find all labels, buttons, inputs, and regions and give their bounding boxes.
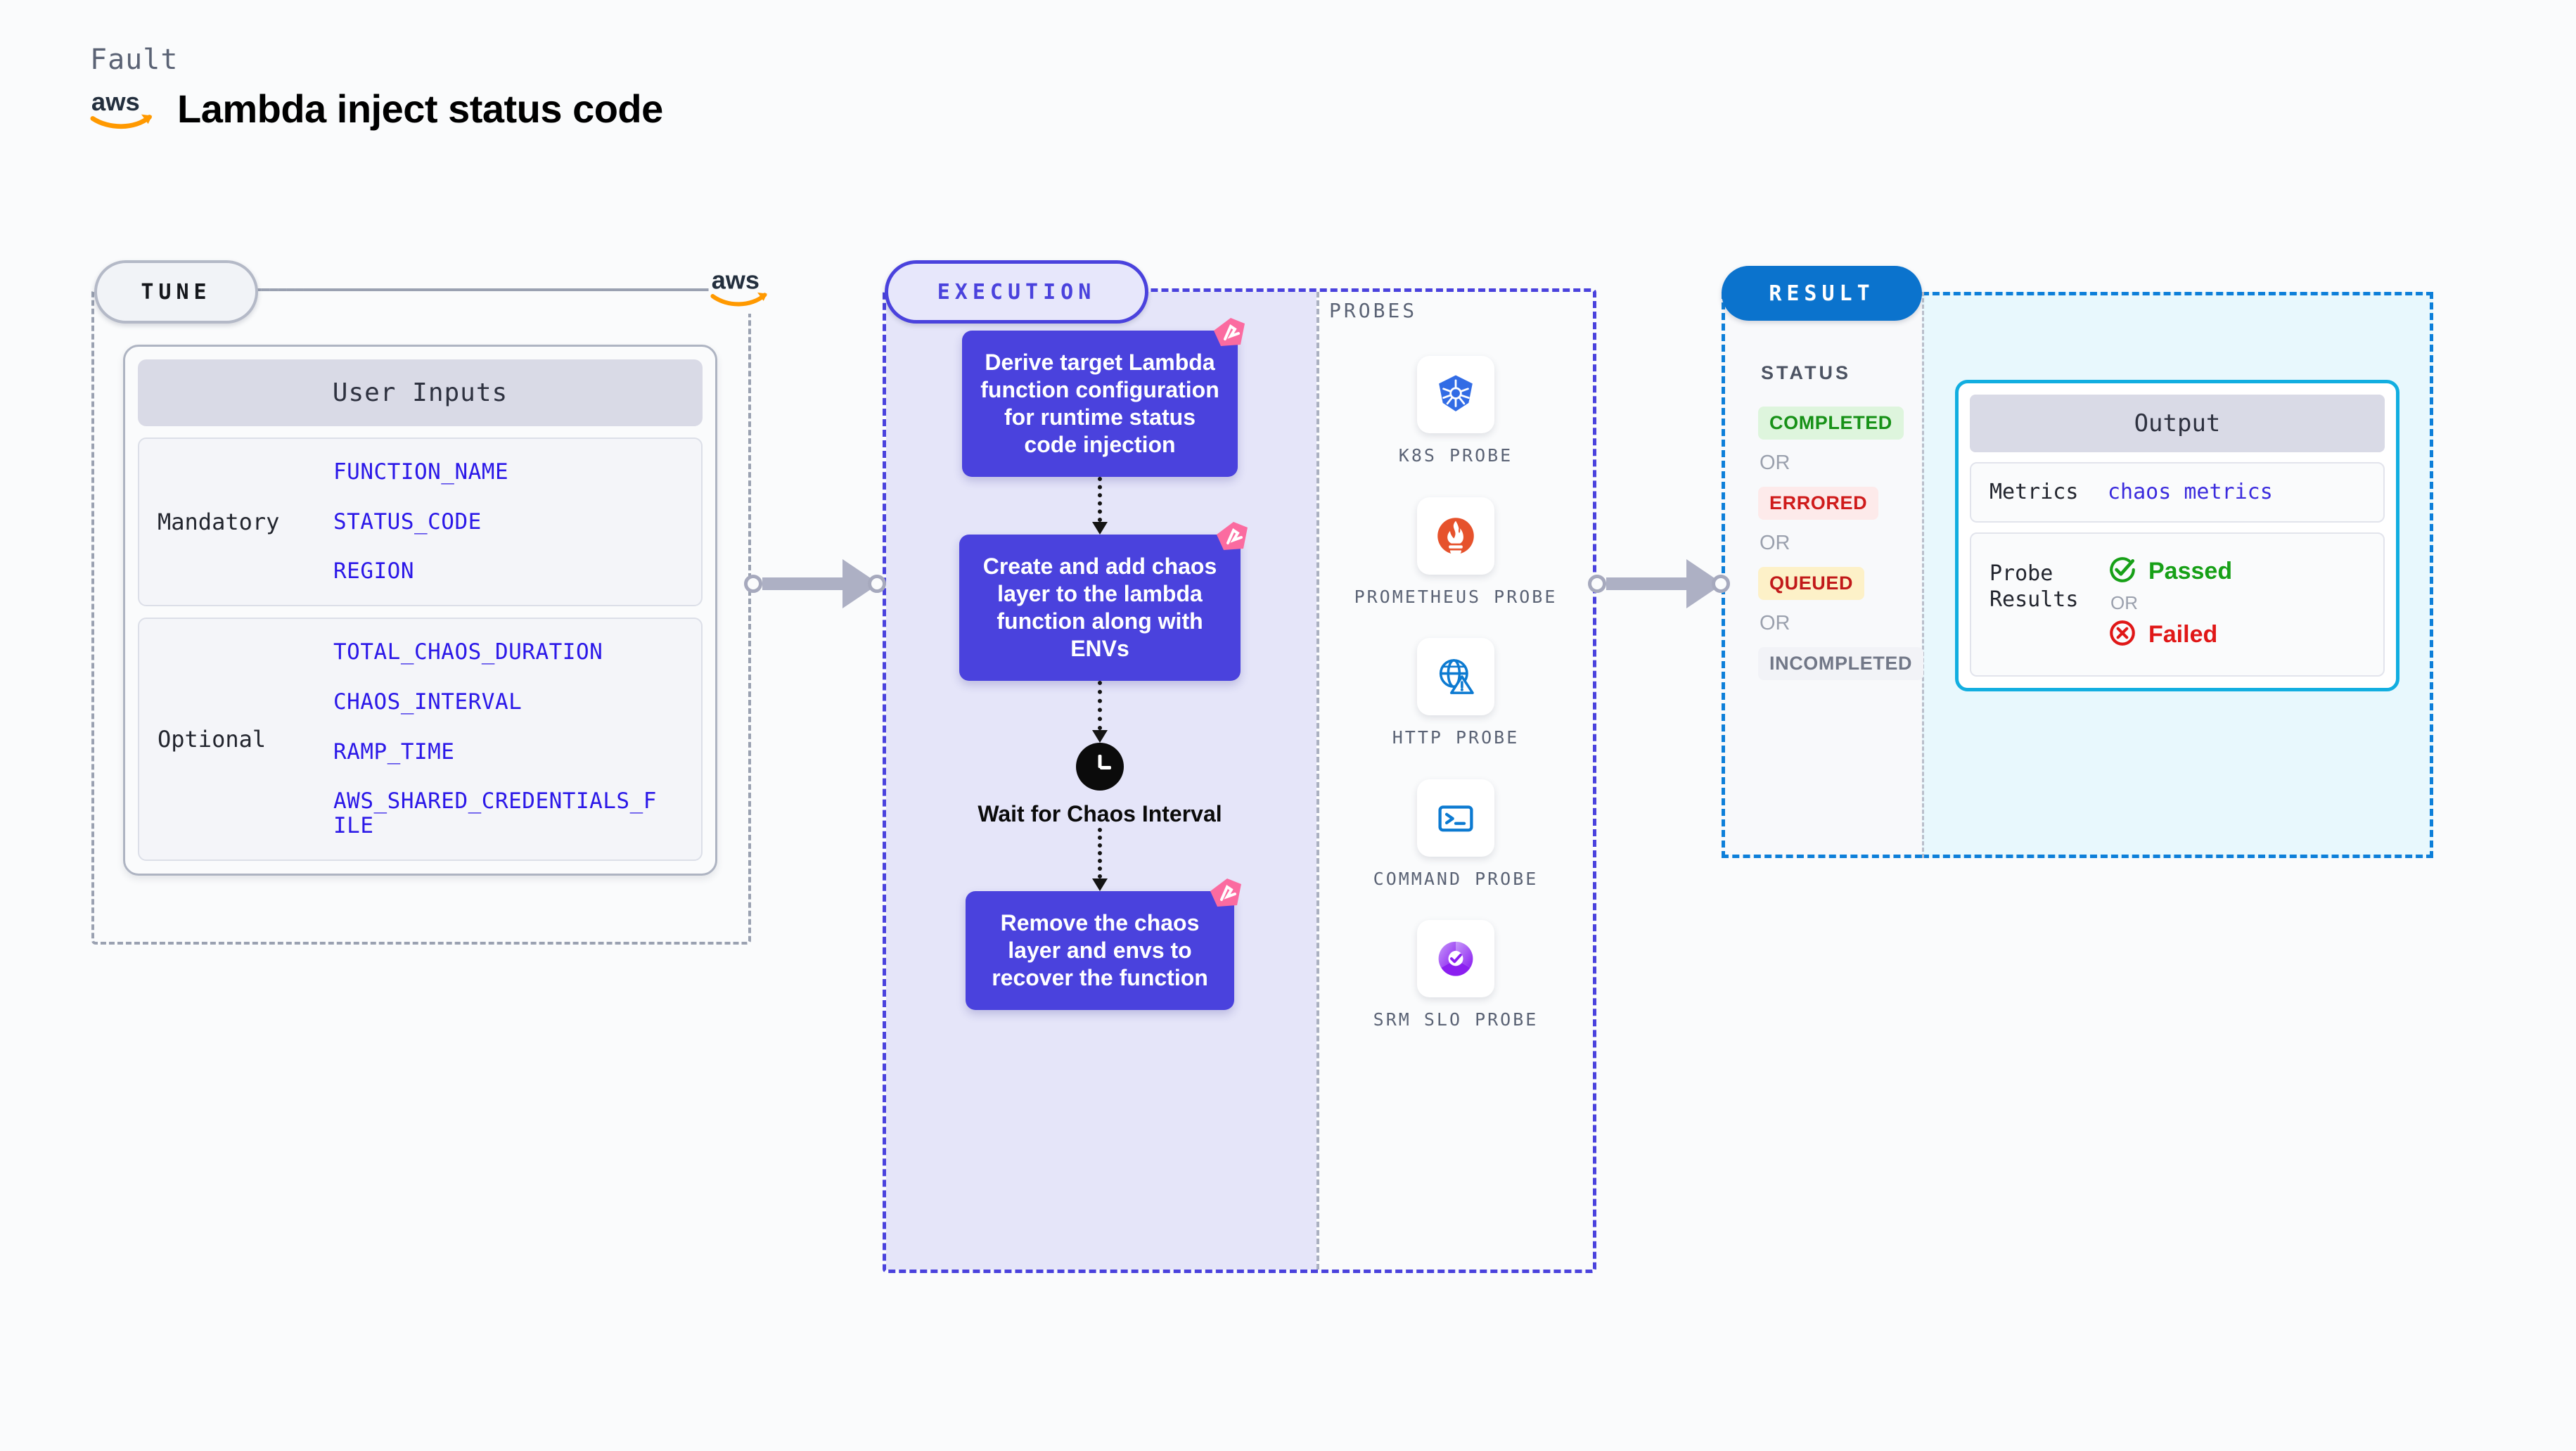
clock-icon	[1076, 743, 1124, 791]
output-card: Output Metrics chaos metrics Probe Resul…	[1955, 380, 2399, 691]
probe-result-passed: Passed	[2108, 555, 2232, 588]
page-title: Lambda inject status code	[177, 87, 663, 131]
execution-step-1[interactable]: Derive target Lambda function configurat…	[962, 318, 1245, 478]
failed-label: Failed	[2148, 620, 2218, 648]
execution-step-3-wait: Wait for Chaos Interval	[978, 743, 1222, 827]
output-metrics-key: Metrics	[1989, 480, 2079, 504]
status-heading: STATUS	[1761, 362, 1851, 383]
param-aws-shared-credentials-file: AWS_SHARED_CREDENTIALS_FILE	[333, 788, 657, 839]
execution-step-4[interactable]: Remove the chaos layer and envs to recov…	[966, 878, 1241, 1010]
probe-item-prometheus[interactable]: PROMETHEUS PROBE	[1350, 497, 1561, 609]
connector-tune-to-execution	[744, 559, 886, 608]
srm-slo-icon	[1417, 920, 1494, 997]
execution-step-label: Remove the chaos layer and envs to recov…	[966, 890, 1234, 1010]
param-region: REGION	[333, 558, 414, 584]
status-badge-queued: QUEUED	[1758, 567, 1865, 600]
probe-label: SRM SLO PROBE	[1373, 1009, 1539, 1030]
connector-start-dot	[1588, 575, 1606, 593]
page-header: Fault aws Lambda inject status code	[90, 44, 663, 132]
status-list: COMPLETED OR ERRORED OR QUEUED OR INCOMP…	[1758, 407, 1924, 680]
execution-step-label: Derive target Lambda function configurat…	[962, 331, 1238, 478]
result-panel-divider	[1922, 292, 1924, 858]
param-kind-label: Optional	[158, 725, 267, 753]
probe-result-or-label: OR	[2110, 592, 2138, 613]
check-circle-icon	[2108, 555, 2137, 588]
execution-flow: Derive target Lambda function configurat…	[889, 318, 1311, 1010]
param-status-code: STATUS_CODE	[333, 509, 482, 535]
status-or-label: OR	[1760, 452, 1790, 474]
probe-item-k8s[interactable]: K8S PROBE	[1350, 356, 1561, 468]
probe-label: COMMAND PROBE	[1373, 868, 1539, 889]
output-probe-results-key: Probe Results	[1989, 561, 2079, 613]
probe-item-http[interactable]: HTTP PROBE	[1350, 638, 1561, 750]
output-probe-results-row: Probe Results Passed OR	[1970, 532, 2385, 677]
param-kind-label: Mandatory	[158, 509, 280, 536]
aws-logo: aws	[90, 87, 158, 131]
param-total-chaos-duration: TOTAL_CHAOS_DURATION	[333, 639, 603, 665]
param-ramp-time: RAMP_TIME	[333, 739, 455, 765]
result-stage-badge[interactable]: RESULT	[1722, 266, 1922, 321]
connector-end-dot	[1712, 575, 1730, 593]
output-metrics-value: chaos metrics	[2108, 480, 2273, 505]
tune-stage-badge[interactable]: TUNE	[94, 260, 258, 324]
param-function-name: FUNCTION_NAME	[333, 459, 509, 485]
execution-probes-divider	[1316, 292, 1319, 1270]
connector-execution-to-result	[1588, 559, 1730, 608]
aws-logo: aws	[710, 262, 771, 314]
probe-label: PROMETHEUS PROBE	[1354, 586, 1558, 607]
terminal-icon	[1417, 779, 1494, 857]
passed-label: Passed	[2148, 557, 2233, 584]
probe-item-srm-slo[interactable]: SRM SLO PROBE	[1350, 920, 1561, 1032]
wait-label: Wait for Chaos Interval	[978, 801, 1222, 827]
connector-bar	[1606, 577, 1688, 590]
probe-label: HTTP PROBE	[1392, 727, 1520, 748]
execution-step-label: Create and add chaos layer to the lambda…	[959, 535, 1241, 682]
probe-item-command[interactable]: COMMAND PROBE	[1350, 779, 1561, 891]
litmus-logo-icon	[1212, 519, 1252, 556]
status-badge-incompleted: INCOMPLETED	[1758, 647, 1924, 680]
execution-arrow-2	[1092, 681, 1108, 743]
litmus-logo-icon	[1210, 315, 1249, 352]
execution-step-2[interactable]: Create and add chaos layer to the lambda…	[959, 522, 1248, 682]
user-inputs-card: User Inputs Mandatory FUNCTION_NAME STAT…	[123, 345, 717, 876]
execution-arrow-1	[1092, 477, 1108, 535]
optional-params-group: Optional TOTAL_CHAOS_DURATION CHAOS_INTE…	[138, 618, 703, 861]
status-badge-completed: COMPLETED	[1758, 407, 1904, 440]
connector-bar	[762, 577, 844, 590]
status-or-label: OR	[1760, 532, 1790, 554]
status-or-label: OR	[1760, 612, 1790, 634]
status-badge-errored: ERRORED	[1758, 487, 1879, 520]
connector-end-dot	[868, 575, 886, 593]
connector-start-dot	[744, 575, 762, 593]
probes-region: PROBES	[1322, 299, 1589, 1032]
probe-label: K8S PROBE	[1398, 445, 1513, 466]
param-chaos-interval: CHAOS_INTERVAL	[333, 689, 523, 715]
litmus-logo-icon	[1206, 876, 1245, 912]
user-inputs-title: User Inputs	[138, 359, 703, 426]
svg-text:aws: aws	[712, 266, 760, 295]
x-circle-icon	[2108, 618, 2137, 651]
prometheus-icon	[1417, 497, 1494, 575]
execution-stage-badge[interactable]: EXECUTION	[885, 260, 1148, 324]
fault-kind-label: Fault	[90, 44, 179, 76]
execution-arrow-3	[1092, 827, 1108, 891]
tune-connector-line	[253, 288, 703, 291]
svg-text:aws: aws	[91, 87, 140, 116]
probe-result-failed: Failed	[2108, 618, 2232, 651]
http-globe-icon	[1417, 638, 1494, 715]
output-metrics-row: Metrics chaos metrics	[1970, 462, 2385, 523]
mandatory-params-group: Mandatory FUNCTION_NAME STATUS_CODE REGI…	[138, 437, 703, 607]
kubernetes-icon	[1417, 356, 1494, 433]
output-title: Output	[1970, 395, 2385, 452]
probes-heading: PROBES	[1329, 299, 1418, 322]
